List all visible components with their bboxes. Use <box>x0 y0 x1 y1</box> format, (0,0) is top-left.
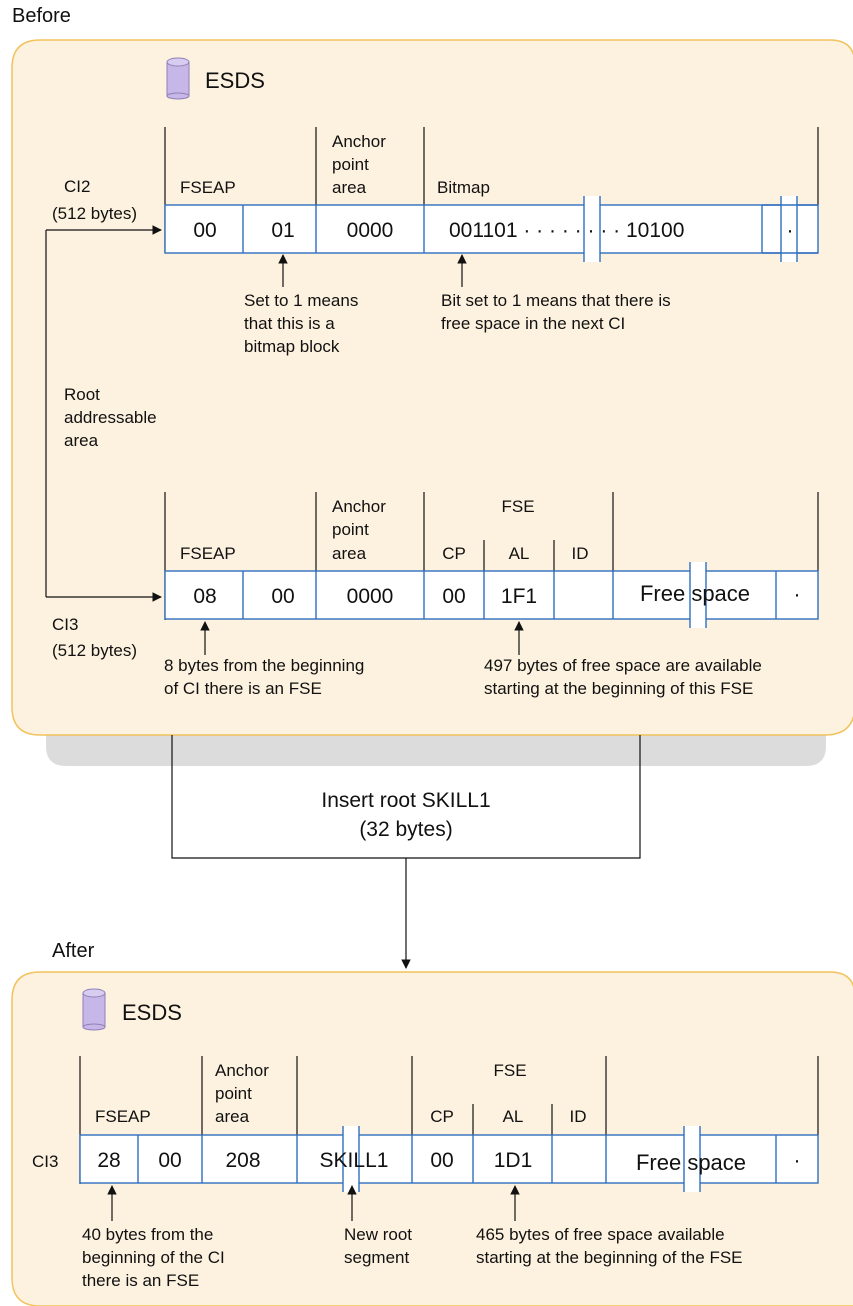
ci2-record: FSEAP Anchor point area Bitmap 00 01 000… <box>164 127 819 262</box>
ci3-before-header-al: AL <box>509 544 530 563</box>
database-icon <box>166 57 190 100</box>
ci3-before-header-cp: CP <box>442 544 466 563</box>
ci3-before-note-al: 497 bytes of free space are available st… <box>484 656 767 698</box>
break-marker <box>780 196 798 262</box>
ci2-cell-row <box>164 204 819 254</box>
ci3-before-cell-row <box>164 570 819 620</box>
ci3-after-cell-cp: 00 <box>430 1149 453 1172</box>
ci2-cell-anchor: 0000 <box>347 219 394 242</box>
ci3-before-note-fseap: 8 bytes from the beginning of CI there i… <box>164 656 369 698</box>
break-marker <box>342 1126 360 1192</box>
ci2-note-bitmap: Bit set to 1 means that there is free sp… <box>441 291 675 333</box>
database-icon <box>82 988 106 1031</box>
ci3-before-cell-al: 1F1 <box>501 585 537 608</box>
ci3-after-header-al: AL <box>503 1107 524 1126</box>
ci3-after-cell-al: 1D1 <box>494 1149 533 1172</box>
ci3-after-cell-segment: SKILL1 <box>320 1149 389 1172</box>
ci3-after-header-fse: FSE <box>493 1061 526 1080</box>
ci3-before-cell-fseap-offset: 08 <box>193 585 216 608</box>
ci3-after-header-fseap: FSEAP <box>95 1107 151 1126</box>
ci3-before-size: (512 bytes) <box>52 641 137 660</box>
ci3-after-cell-anchor: 208 <box>225 1149 260 1172</box>
before-esds-label: ESDS <box>205 68 265 93</box>
ci3-after-note-al: 465 bytes of free space available starti… <box>476 1225 743 1267</box>
ci3-after-header-anchor: Anchor point area <box>215 1061 274 1126</box>
ci3-after-header-cp: CP <box>430 1107 454 1126</box>
ci2-header-bitmap: Bitmap <box>437 178 490 197</box>
ci3-after-name: CI3 <box>32 1152 58 1171</box>
ci2-header-anchor: Anchor point area <box>332 132 391 197</box>
ci3-after-cell-free: Free space <box>636 1150 746 1175</box>
break-marker <box>689 562 707 628</box>
break-marker <box>583 196 601 262</box>
ci3-after-record: FSEAP Anchor point area FSE CP AL ID 28 <box>79 1056 819 1192</box>
root-addressable-label: Root addressable area <box>64 385 161 450</box>
ci3-before-header-anchor: Anchor point area <box>332 497 391 563</box>
ci3-before-record: FSEAP Anchor point area FSE CP AL ID 08 … <box>164 492 819 628</box>
insert-operation-box: Insert root SKILL1 (32 bytes) <box>171 735 641 969</box>
ci3-after-cell-tail: · <box>794 1149 801 1172</box>
ci3-before-header-fse: FSE <box>501 497 534 516</box>
ci2-header-fseap: FSEAP <box>180 178 236 197</box>
before-section-label: Before <box>12 5 71 27</box>
ci3-before-name: CI3 <box>52 615 78 634</box>
ci3-after-note-segment: New root segment <box>344 1225 417 1267</box>
ci3-before-header-id: ID <box>572 544 589 563</box>
after-section-label: After <box>52 940 95 962</box>
ci3-after-note-fseap: 40 bytes from the beginning of the CI th… <box>82 1225 229 1290</box>
break-marker <box>683 1126 701 1192</box>
ci3-before-cell-cp: 00 <box>442 585 465 608</box>
after-esds-label: ESDS <box>122 1000 182 1025</box>
root-addressable-bracket <box>45 225 162 602</box>
insert-operation-size: (32 bytes) <box>359 818 452 841</box>
ci3-before-cell-anchor: 0000 <box>347 585 394 608</box>
ci3-after-cell-fseap-offset: 28 <box>97 1149 120 1172</box>
insert-operation-title: Insert root SKILL1 <box>321 789 490 812</box>
ci2-note-flag: Set to 1 means that this is a bitmap blo… <box>244 291 363 356</box>
ci3-before-cell-tail: · <box>794 583 801 606</box>
ci3-before-cell-fseap-flag: 00 <box>271 585 294 608</box>
ci3-before-cell-free: Free space <box>640 581 750 606</box>
ci2-size: (512 bytes) <box>52 204 137 223</box>
ci2-cell-bitmap: 001101 · · · · · · · · 10100 <box>449 219 684 242</box>
before-panel-bg <box>11 39 853 736</box>
ci2-cell-tail: · <box>787 219 794 242</box>
ci2-name: CI2 <box>64 177 90 196</box>
ci3-after-cell-fseap-flag: 00 <box>158 1149 181 1172</box>
ci2-cell-fseap-offset: 00 <box>193 219 216 242</box>
ci3-after-header-id: ID <box>570 1107 587 1126</box>
ci3-before-header-fseap: FSEAP <box>180 544 236 563</box>
ci2-cell-fseap-flag: 01 <box>271 219 294 242</box>
